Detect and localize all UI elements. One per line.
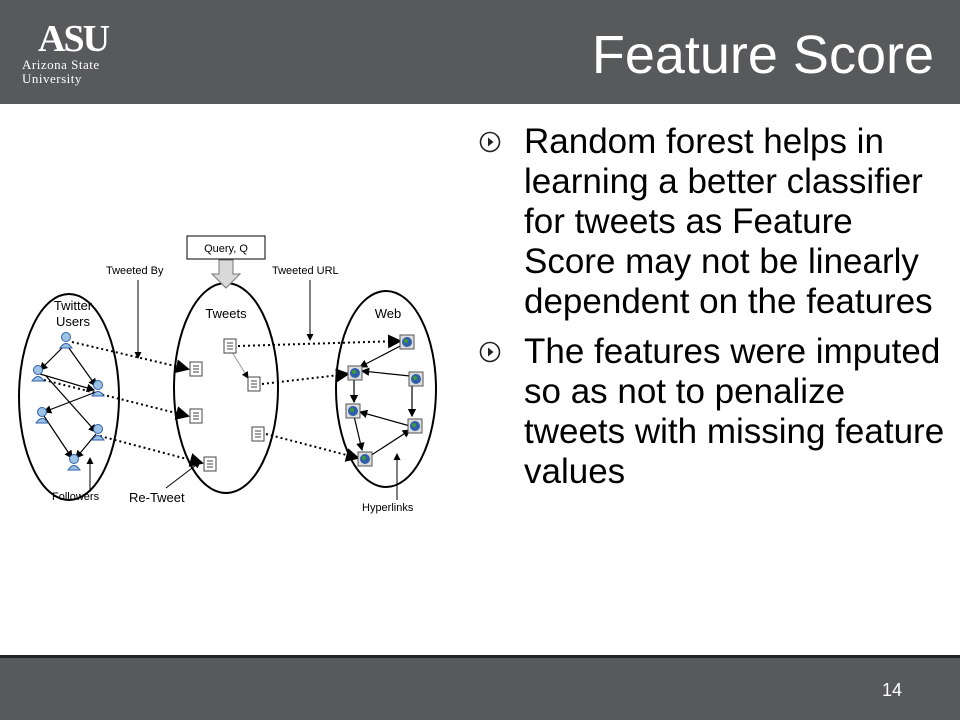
document-icon <box>247 376 261 392</box>
users-label-1: Twitter <box>54 298 93 313</box>
footer-bar: 14 <box>0 655 960 720</box>
users-label-2: Users <box>56 314 90 329</box>
document-icon <box>189 408 203 424</box>
tweets-label: Tweets <box>205 306 247 321</box>
globe-icon <box>408 371 424 387</box>
logo-line-2: University <box>22 71 82 86</box>
user-icon <box>91 424 105 441</box>
document-icon <box>251 426 265 442</box>
query-box <box>186 235 266 260</box>
query-label: Query, Q <box>204 243 248 255</box>
bullet-list: Random forest helps in learning a better… <box>478 122 948 502</box>
user-icon <box>59 332 73 349</box>
user-icon <box>31 365 45 382</box>
tweeted-url-label: Tweeted URL <box>272 265 339 277</box>
page-number: 14 <box>881 680 902 700</box>
slide-title: Feature Score <box>591 25 934 85</box>
users-ellipse <box>18 293 120 501</box>
user-icon <box>67 454 81 471</box>
logo-line-1: Arizona State <box>22 57 100 72</box>
document-icon <box>223 338 237 354</box>
user-icon <box>91 380 105 397</box>
globe-icon <box>357 451 373 467</box>
logo-mark: ASU <box>38 18 110 60</box>
tweeted-by-label: Tweeted By <box>106 265 164 277</box>
user-icon <box>35 407 49 424</box>
bullet-text: Random forest helps in learning a better… <box>524 122 933 321</box>
globe-icon <box>407 418 423 434</box>
globe-icon <box>347 365 363 381</box>
globe-icon <box>399 334 415 350</box>
web-ellipse <box>335 290 437 488</box>
play-circle-icon <box>479 131 501 153</box>
play-circle-icon <box>479 341 501 363</box>
header-bar: ASU Arizona State University Feature Sco… <box>0 0 960 104</box>
followers-label: Followers <box>52 491 100 503</box>
bullet-item: Random forest helps in learning a better… <box>478 122 948 322</box>
network-diagram: Query, Q Tweeted By Tweeted URL Twitter … <box>18 235 437 514</box>
query-arrow <box>210 259 242 289</box>
document-icon <box>203 456 217 472</box>
globe-icon <box>345 403 361 419</box>
retweet-label: Re-Tweet <box>129 490 185 505</box>
web-label: Web <box>375 306 402 321</box>
bullet-item: The features were imputed so as not to p… <box>478 332 948 492</box>
document-icon <box>189 361 203 377</box>
hyperlinks-label: Hyperlinks <box>362 502 414 514</box>
bullet-text: The features were imputed so as not to p… <box>524 332 945 491</box>
asu-logo: ASU Arizona State University <box>22 20 152 98</box>
